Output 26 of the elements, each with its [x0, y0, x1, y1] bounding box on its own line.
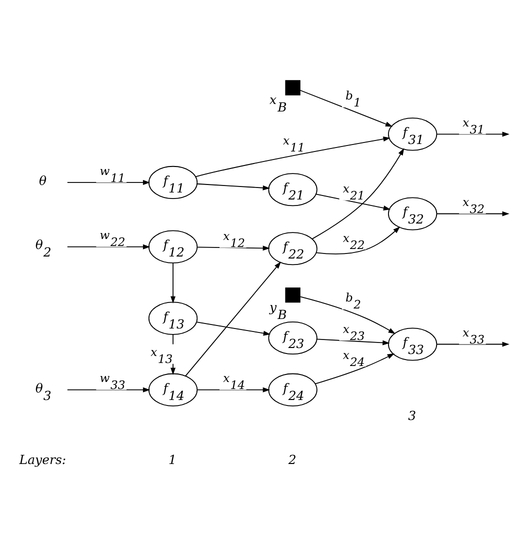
- arrow: [66, 386, 150, 392]
- arrow: [196, 182, 270, 190]
- label: Layers:: [19, 451, 66, 466]
- label: 3: [408, 407, 416, 422]
- arrow: [300, 89, 393, 126]
- node-text: θ: [38, 172, 46, 188]
- arrow: [312, 148, 404, 239]
- label: 2: [288, 451, 296, 466]
- node-box: [285, 287, 300, 302]
- arrow: [314, 352, 395, 384]
- arrow: [196, 321, 271, 336]
- arrow: [66, 179, 150, 184]
- arrow: [195, 136, 390, 177]
- arrow: [316, 226, 400, 254]
- arrow: [316, 338, 390, 345]
- node-box: [285, 80, 300, 95]
- arrow: [66, 244, 150, 249]
- arrow: [196, 245, 270, 250]
- arrow: [436, 341, 510, 346]
- arrow: [436, 131, 510, 136]
- arrow: [170, 262, 176, 303]
- arrow: [300, 296, 396, 334]
- arrow: [196, 386, 270, 392]
- arrow: [185, 261, 282, 376]
- arrow: [316, 193, 391, 210]
- label: 1: [168, 451, 177, 466]
